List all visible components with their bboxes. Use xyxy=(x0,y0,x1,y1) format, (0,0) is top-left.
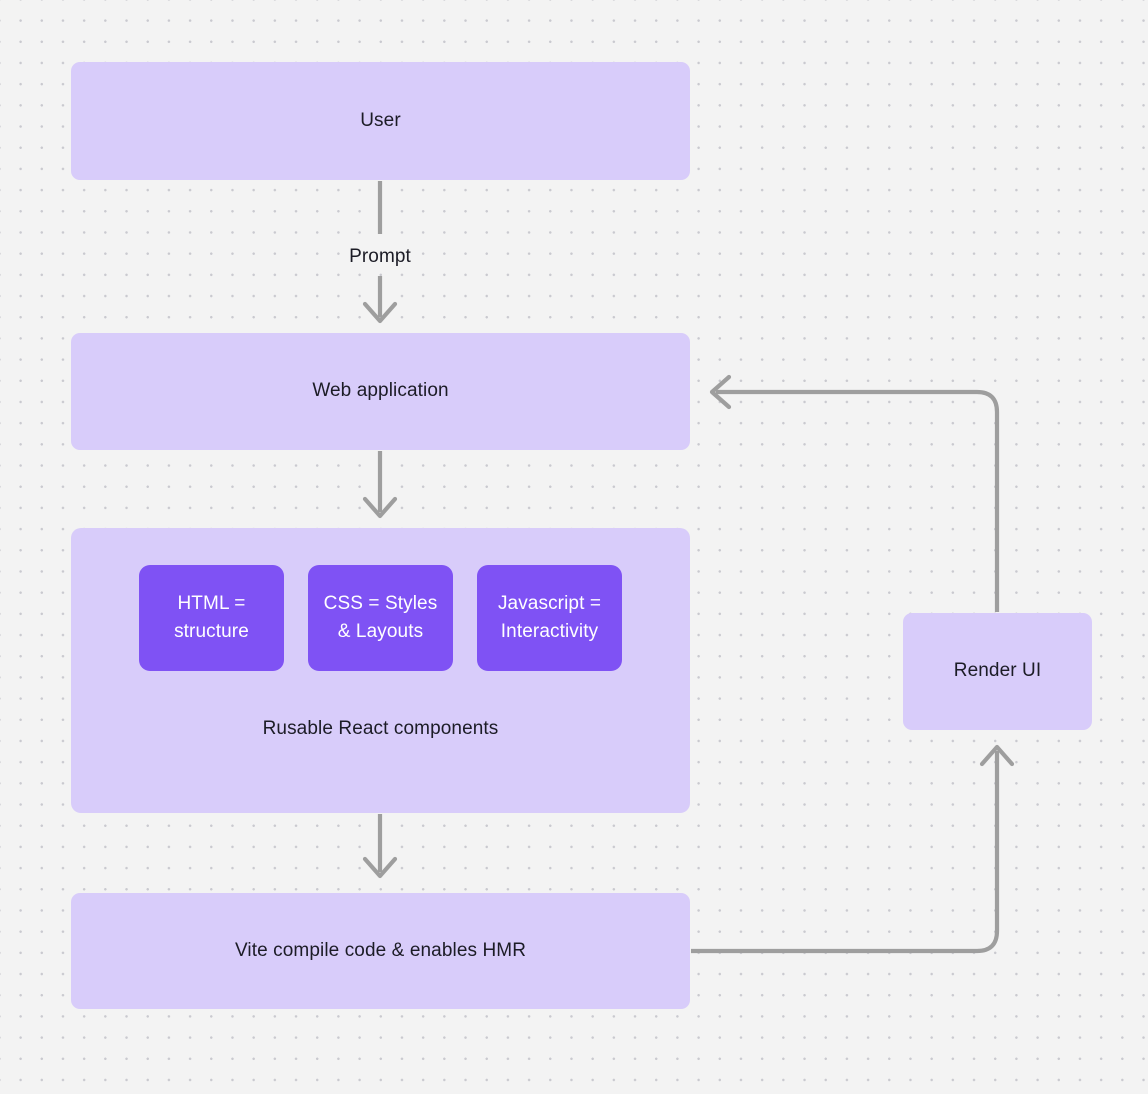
chip-html-line1: HTML = xyxy=(177,592,246,614)
edge-webapp-to-components xyxy=(362,451,398,519)
edge-label-prompt: Prompt xyxy=(349,246,411,267)
chip-javascript[interactable]: Javascript = Interactivity xyxy=(477,565,622,671)
edge-vite-to-render xyxy=(691,744,1015,954)
chip-html[interactable]: HTML = structure xyxy=(139,565,284,671)
node-components-container[interactable]: HTML = structure CSS = Styles & Layouts … xyxy=(71,528,690,813)
node-user-label: User xyxy=(360,109,401,131)
node-render-ui[interactable]: Render UI xyxy=(903,613,1092,730)
node-user[interactable]: User xyxy=(71,62,690,180)
chip-javascript-line1: Javascript = xyxy=(497,592,602,614)
component-chip-group: HTML = structure CSS = Styles & Layouts … xyxy=(71,565,690,671)
edge-components-to-vite xyxy=(362,814,398,879)
node-web-application[interactable]: Web application xyxy=(71,333,690,450)
node-web-application-label: Web application xyxy=(312,380,449,402)
chip-html-line2: structure xyxy=(174,621,249,642)
chip-css-line1: CSS = Styles xyxy=(323,592,438,614)
node-vite[interactable]: Vite compile code & enables HMR xyxy=(71,893,690,1009)
edge-render-to-webapp xyxy=(709,374,1000,612)
chip-css-line2: & Layouts xyxy=(337,621,424,642)
node-render-ui-label: Render UI xyxy=(953,660,1042,682)
components-caption: Rusable React components xyxy=(262,718,499,739)
chip-css[interactable]: CSS = Styles & Layouts xyxy=(308,565,453,671)
node-vite-label: Vite compile code & enables HMR xyxy=(234,939,527,961)
chip-javascript-line2: Interactivity xyxy=(500,621,599,642)
